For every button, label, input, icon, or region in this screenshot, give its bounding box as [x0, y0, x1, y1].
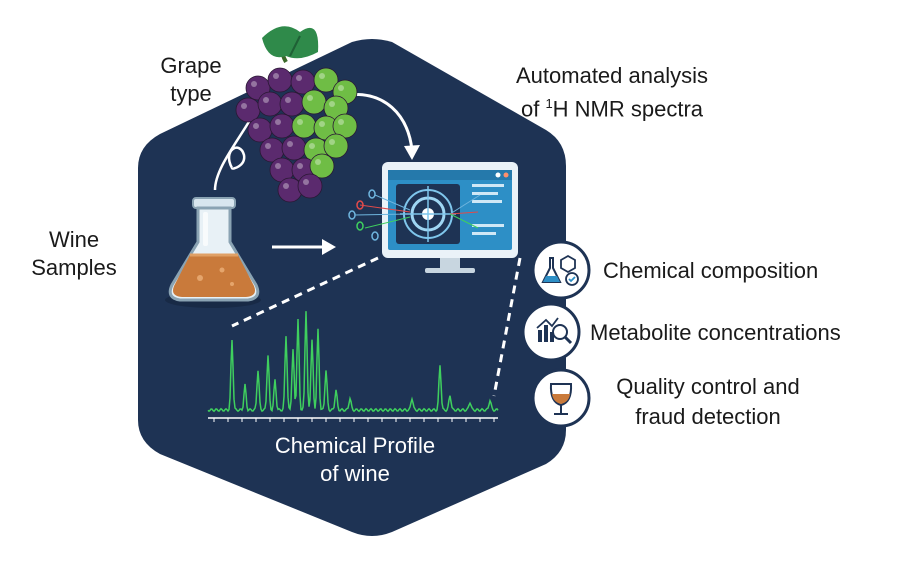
grape-type-line1: Grape — [160, 53, 222, 78]
grape-highlight — [315, 159, 321, 165]
nmr-superscript: 1 — [545, 96, 553, 111]
grape-berry — [281, 135, 307, 161]
grape-curl — [227, 146, 246, 170]
grape-berry — [257, 91, 283, 117]
grape-highlight — [241, 103, 247, 109]
feature-text-chemical-composition: Chemical composition — [603, 256, 818, 286]
grape-berries — [235, 67, 358, 203]
wine-samples-line2: Samples — [31, 255, 117, 280]
grape-highlight — [329, 139, 335, 145]
grape-berry — [269, 113, 295, 139]
grape-berry — [313, 67, 339, 93]
grape-highlight — [275, 119, 281, 125]
feature-line: fraud detection — [635, 404, 781, 429]
chemical-profile-label: Chemical Profile of wine — [250, 432, 460, 488]
grape-highlight — [297, 119, 303, 125]
feature-line: Chemical composition — [603, 258, 819, 283]
feature-text-quality-control: Quality control and fraud detection — [598, 372, 818, 432]
grape-highlight — [297, 163, 303, 169]
feature-badge-chemical-composition — [531, 240, 591, 300]
grape-berry — [267, 67, 293, 93]
grape-cluster-icon — [262, 26, 319, 63]
grape-berry — [279, 91, 305, 117]
arrow-head — [322, 239, 336, 255]
chemical-profile-line1: Chemical Profile — [274, 433, 436, 458]
grape-highlight — [338, 119, 344, 125]
feature-line: Metabolite concentrations — [590, 320, 841, 345]
automated-analysis-suffix: H NMR spectra — [552, 96, 704, 122]
monitor-icon — [382, 162, 518, 273]
grape-berry — [323, 133, 349, 159]
flask-icon — [165, 197, 261, 308]
grape-highlight — [251, 81, 257, 87]
grape-highlight — [287, 141, 293, 147]
feature-badge-metabolite-concentrations — [521, 302, 581, 362]
grape-highlight — [285, 97, 291, 103]
automated-analysis-line2: of 1H NMR spectra — [492, 90, 732, 123]
grape-berry — [309, 153, 335, 179]
grape-highlight — [309, 143, 315, 149]
grape-highlight — [253, 123, 259, 129]
grape-highlight — [273, 73, 279, 79]
grape-highlight — [338, 85, 344, 91]
automated-analysis-label: Automated analysis of 1H NMR spectra — [492, 62, 732, 123]
wine-samples-label: Wine Samples — [18, 226, 130, 282]
wine-samples-line1: Wine — [48, 227, 100, 252]
chemical-profile-line2: of wine — [320, 461, 390, 486]
grape-berry — [297, 173, 323, 199]
grape-type-line2: type — [170, 81, 212, 106]
feature-line: Quality control and — [616, 374, 800, 399]
automated-analysis-prefix: of — [520, 96, 546, 122]
grape-highlight — [329, 101, 335, 107]
automated-analysis-line1: Automated analysis — [516, 63, 708, 88]
grape-berry — [301, 89, 327, 115]
grape-highlight — [319, 121, 325, 127]
grape-highlight — [275, 163, 281, 169]
grape-highlight — [296, 75, 302, 81]
grape-highlight — [319, 73, 325, 79]
grape-type-label: Grape type — [146, 52, 236, 108]
grape-highlight — [283, 183, 289, 189]
spectrum-axis-ticks — [213, 418, 495, 422]
feature-text-metabolite-concentrations: Metabolite concentrations — [590, 318, 841, 348]
feature-badge-quality-control — [531, 368, 591, 428]
loop-arrow — [213, 119, 252, 191]
projection-line-right — [492, 257, 522, 397]
grape-highlight — [265, 143, 271, 149]
grape-highlight — [263, 97, 269, 103]
grape-highlight — [307, 95, 313, 101]
grape-highlight — [303, 179, 309, 185]
curved-arrow-head — [404, 145, 420, 160]
nmr-spectrum-line — [207, 311, 499, 413]
data-stream — [348, 189, 481, 241]
grape-berry — [291, 113, 317, 139]
